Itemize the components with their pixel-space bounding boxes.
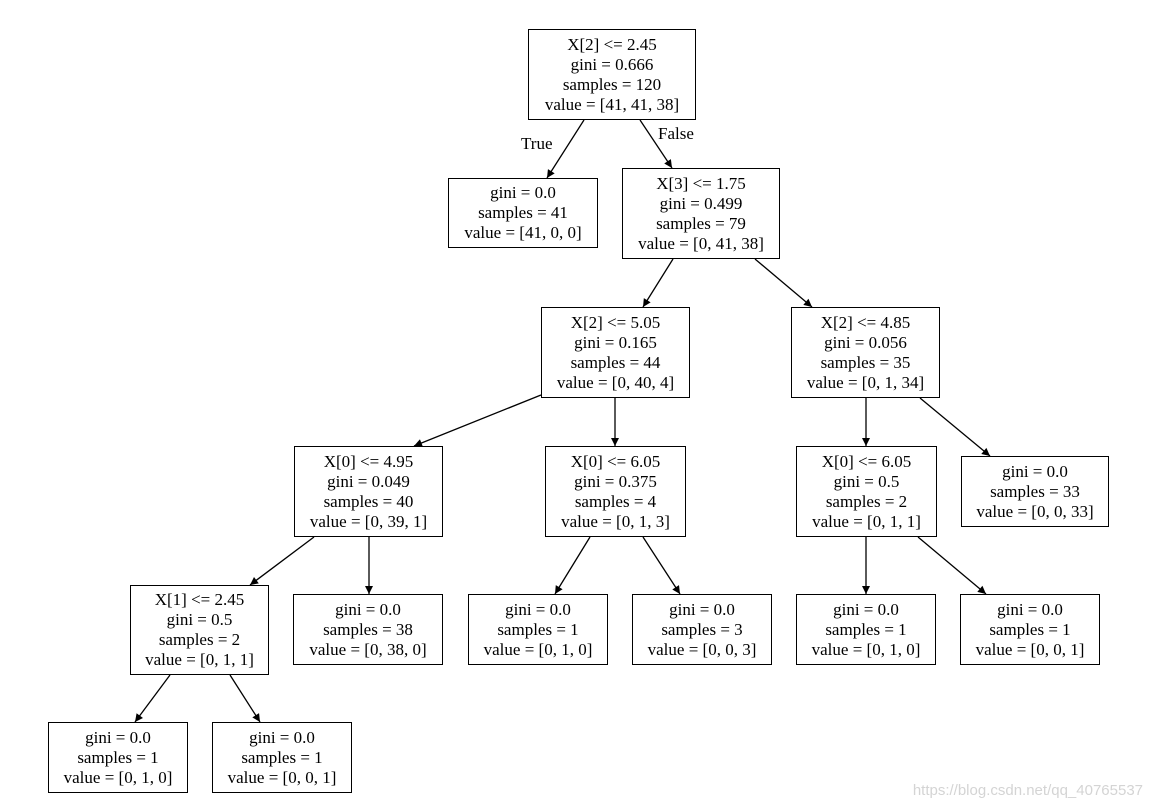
node-text-line: gini = 0.0: [490, 183, 556, 202]
node-text-line: samples = 1: [241, 747, 323, 767]
node-text-line: value = [0, 1, 3]: [561, 511, 670, 531]
tree-edge-arrow: [134, 674, 171, 723]
node-text-line: samples = 41: [478, 203, 568, 222]
watermark: https://blog.csdn.net/qq_40765537: [912, 782, 1143, 799]
node-text-line: gini = 0.0: [249, 727, 315, 747]
node-text-line: value = [0, 0, 1]: [227, 767, 337, 787]
node-text-line: gini = 0.0: [1002, 461, 1068, 481]
node-text-line: samples = 44: [570, 352, 661, 372]
node-text-line: samples = 4: [574, 491, 657, 511]
node-text-line: value = [0, 1, 0]: [811, 639, 921, 659]
node-text-line: value = [0, 1, 1]: [145, 650, 254, 669]
node-text-line: gini = 0.499: [659, 193, 743, 213]
node-text-line: value = [41, 0, 0]: [464, 223, 582, 242]
node-text-line: gini = 0.5: [833, 471, 900, 491]
node-text-line: samples = 1: [989, 619, 1071, 639]
node-text-line: value = [0, 41, 38]: [638, 233, 764, 253]
node-text-line: gini = 0.0: [335, 599, 401, 619]
node-text-line: gini = 0.0: [85, 727, 151, 747]
node-text-line: gini = 0.666: [570, 54, 654, 74]
node-text-line: X[2] <= 2.45: [567, 34, 657, 54]
node-text-line: samples = 2: [158, 630, 241, 649]
node-text-line: X[0] <= 4.95: [323, 451, 414, 471]
node-text-line: gini = 0.165: [574, 332, 657, 352]
node-text-line: samples = 2: [825, 491, 908, 511]
node-text-line: samples = 79: [656, 213, 746, 233]
node-text-line: gini = 0.375: [574, 471, 657, 491]
node-text-line: samples = 40: [323, 491, 414, 511]
node-text-line: X[0] <= 6.05: [570, 451, 661, 471]
tree-edge-arrow: [642, 536, 681, 595]
tree-edge-arrow: [917, 536, 987, 595]
node-text-line: value = [0, 1, 1]: [812, 511, 921, 531]
node-text-line: value = [0, 1, 34]: [806, 372, 925, 392]
node-text-line: samples = 38: [323, 619, 413, 639]
node-text-line: value = [0, 39, 1]: [309, 511, 428, 531]
node-text-line: value = [0, 40, 4]: [556, 372, 675, 392]
node-text-line: gini = 0.0: [669, 599, 735, 619]
node-text-line: value = [0, 0, 1]: [975, 639, 1085, 659]
node-text-line: samples = 1: [825, 619, 907, 639]
node-text-line: gini = 0.049: [327, 471, 410, 491]
tree-edge-arrow: [554, 536, 591, 595]
tree-edge-arrow: [639, 119, 673, 169]
tree-edge-arrow: [642, 258, 674, 308]
node-text-line: value = [0, 0, 33]: [976, 501, 1094, 521]
node-text-line: value = [41, 41, 38]: [544, 94, 680, 114]
node-text-line: value = [0, 1, 0]: [483, 639, 593, 659]
node-text-line: samples = 1: [497, 619, 579, 639]
node-text-line: samples = 33: [990, 481, 1080, 501]
node-text-line: X[0] <= 6.05: [821, 451, 912, 471]
tree-edge-arrow: [249, 536, 315, 586]
tree-edge-arrow: [919, 397, 991, 457]
edge-label-false: False: [658, 124, 694, 143]
node-text-line: gini = 0.0: [833, 599, 899, 619]
node-text-line: gini = 0.056: [824, 332, 907, 352]
node-text-line: samples = 120: [562, 74, 662, 94]
node-text-line: gini = 0.0: [505, 599, 571, 619]
node-text-line: X[2] <= 4.85: [820, 312, 911, 332]
node-text-line: samples = 1: [77, 747, 159, 767]
node-text-line: X[2] <= 5.05: [570, 312, 661, 332]
node-text-line: value = [0, 0, 3]: [647, 639, 757, 659]
tree-edge-arrow: [413, 394, 542, 447]
tree-edge-arrow: [229, 674, 261, 723]
node-text-line: value = [0, 38, 0]: [309, 639, 427, 659]
node-text-line: gini = 0.0: [997, 599, 1063, 619]
node-text-line: gini = 0.5: [166, 610, 233, 629]
node-text-line: X[1] <= 2.45: [154, 590, 245, 609]
node-text-line: value = [0, 1, 0]: [63, 767, 173, 787]
edge-label-true: True: [521, 134, 553, 153]
tree-edge-arrow: [754, 258, 813, 308]
node-text-line: samples = 3: [661, 619, 743, 639]
tree-edge-arrow: [546, 119, 585, 179]
node-text-line: X[3] <= 1.75: [656, 173, 746, 193]
node-text-line: samples = 35: [820, 352, 911, 372]
